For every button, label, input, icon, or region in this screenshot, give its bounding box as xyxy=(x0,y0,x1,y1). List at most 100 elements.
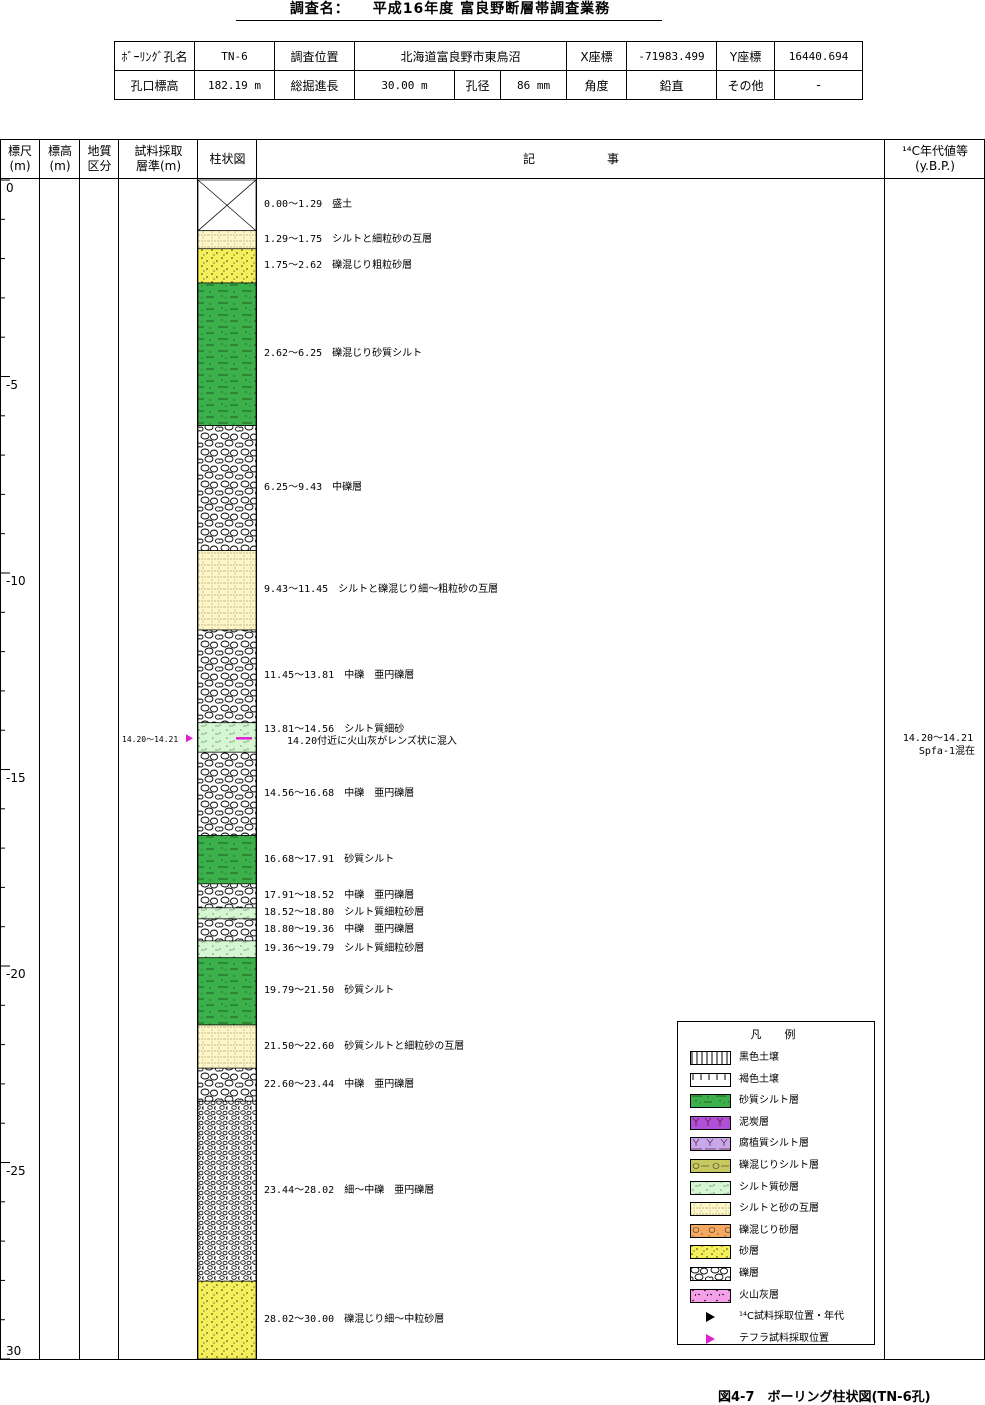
stratum-gravel xyxy=(197,883,257,909)
legend-pattern-gravelly_sand xyxy=(690,1223,731,1238)
legend-pattern-humic_silt xyxy=(690,1137,731,1152)
legend-label: 黒色土壌 xyxy=(739,1052,779,1063)
title-underline xyxy=(236,20,662,21)
tephra-sample-marker xyxy=(186,734,193,743)
stratum-gravel xyxy=(197,629,257,724)
legend-item: 泥炭層 xyxy=(690,1115,870,1131)
legend-item: 砂質シルト層 xyxy=(690,1093,870,1109)
header-elevation: 標高 (m) xyxy=(40,144,80,174)
legend-label: 火山灰層 xyxy=(739,1289,779,1301)
header-elevation-label: 標高 xyxy=(47,144,72,158)
legend-label: 泥炭層 xyxy=(739,1116,769,1128)
header-description: 記 事 xyxy=(522,152,619,166)
legend-item: シルト質砂層 xyxy=(690,1180,870,1196)
scale-label: -20 xyxy=(6,967,26,981)
legend-pattern-brown_soil xyxy=(690,1072,731,1087)
layer-description: 23.44～28.02 細～中礫 亜円礫層 xyxy=(264,1185,435,1197)
scale-label: -10 xyxy=(6,574,26,588)
stratum-silt_sand_alt xyxy=(197,1024,257,1069)
scale-ticks xyxy=(0,179,10,1360)
x-coord-value: -71983.499 xyxy=(626,41,718,71)
layer-description: 9.43～11.45 シルトと礫混じり細～粗粒砂の互層 xyxy=(264,584,499,596)
legend-item: 黒色土壌 xyxy=(690,1050,870,1066)
angle-label: 角度 xyxy=(566,70,628,100)
legend-item: 褐色土壌 xyxy=(690,1072,870,1088)
legend-item: ¹⁴C試料採取位置・年代 xyxy=(690,1309,870,1325)
scale-label: -15 xyxy=(6,770,26,785)
elevation-value: 182.19 m xyxy=(194,70,275,100)
boring-info-table: ﾎﾞｰﾘﾝｸﾞ孔名 TN-6 調査位置 北海道富良野市東鳥沼 X座標 -7198… xyxy=(114,41,864,100)
fill-cross-line xyxy=(197,179,257,231)
header-c14-unit: (y.B.P.) xyxy=(915,159,955,173)
layer-description: 0.00～1.29 盛土 xyxy=(264,199,353,211)
survey-title: 調査名： 平成16年度 富良野断層帯調査業務 xyxy=(289,1,611,17)
other-value: - xyxy=(774,70,864,100)
legend-pattern-black_soil xyxy=(690,1051,731,1065)
layer-description: 22.60～23.44 中礫 亜円礫層 xyxy=(264,1078,415,1090)
stratum-sand xyxy=(197,1280,257,1360)
legend-label: 砂質シルト層 xyxy=(739,1095,799,1107)
header-scale-unit: (m) xyxy=(9,159,31,173)
legend-pattern-silt_sand_alt xyxy=(690,1202,731,1217)
legend-item: 礫混じりシルト層 xyxy=(690,1158,870,1174)
layer-description: 17.91～18.52 中礫 亜円礫層 xyxy=(264,889,415,901)
legend-swatch xyxy=(690,1288,731,1303)
layer-description: 19.36～19.79 シルト質細粒砂層 xyxy=(264,943,425,955)
legend-pattern-gravel xyxy=(690,1267,731,1281)
header-sample: 試料採取 層準(m) xyxy=(119,144,198,174)
header-scale: 標尺 (m) xyxy=(0,144,40,174)
legend-swatch xyxy=(690,1245,731,1260)
stratum-silty_sand xyxy=(197,940,257,959)
legend-swatch xyxy=(690,1115,731,1130)
header-c14-label: ¹⁴C年代値等 xyxy=(901,144,968,158)
sample-depth-label: 14.20～14.21 xyxy=(122,735,179,744)
legend-item: 砂層 xyxy=(690,1244,870,1260)
header-geology-label: 地質 xyxy=(87,144,112,158)
legend-swatch xyxy=(690,1072,731,1087)
legend-label: シルト質砂層 xyxy=(739,1181,799,1193)
c14-note-tephra: Spfa-1混在 xyxy=(918,746,975,757)
stratum-gravel xyxy=(197,751,257,836)
boring-name-label: ﾎﾞｰﾘﾝｸﾞ孔名 xyxy=(114,41,195,71)
scale-label: 0 xyxy=(6,181,14,195)
layer-description: 1.75～2.62 礫混じり粗粒砂層 xyxy=(264,259,413,271)
scale-label: -5 xyxy=(6,377,18,392)
stratum-gravel xyxy=(197,918,257,942)
legend-label: 礫混じり砂層 xyxy=(739,1224,799,1236)
legend-swatch xyxy=(690,1094,731,1109)
legend-item: シルトと砂の互層 xyxy=(690,1201,870,1217)
legend-label: テフラ試料採取位置 xyxy=(739,1332,829,1344)
stratum-gravel xyxy=(197,1067,257,1102)
location-value: 北海道富良野市東鳥沼 xyxy=(353,41,568,71)
header-scale-label: 標尺 xyxy=(7,144,32,158)
layer-description: 21.50～22.60 砂質シルトと細粒砂の互層 xyxy=(264,1040,465,1052)
header-column: 柱状図 xyxy=(209,152,246,166)
sample-markers xyxy=(186,734,193,743)
stratum-silt_sand_alt xyxy=(197,230,257,250)
c14-note: 14.20～14.21 Spfa-1混在 xyxy=(893,732,983,758)
diameter-value: 86 mm xyxy=(499,70,568,100)
legend-label: 腐植質シルト層 xyxy=(739,1138,809,1150)
legend-swatch xyxy=(690,1223,731,1238)
c14-marker-icon xyxy=(706,1312,715,1323)
header-geology: 地質 区分 xyxy=(80,144,119,174)
tephra-lens xyxy=(236,737,252,740)
legend-pattern-peat xyxy=(690,1115,731,1130)
legend-swatch xyxy=(706,1312,715,1323)
strata-column xyxy=(197,179,257,1360)
legend-swatch xyxy=(690,1137,731,1152)
legend-pattern-tephra xyxy=(690,1288,731,1303)
legend-item: 礫層 xyxy=(690,1266,870,1282)
layer-description: 19.79～21.50 砂質シルト xyxy=(264,985,395,997)
legend-pattern-sand xyxy=(690,1245,731,1260)
layer-description: 14.56～16.68 中礫 亜円礫層 xyxy=(264,787,415,799)
layer-description: 18.52～18.80 シルト質細粒砂層 xyxy=(264,907,425,919)
total-length-value: 30.00 m xyxy=(354,70,455,100)
legend-label: 砂層 xyxy=(739,1246,759,1258)
stratum-sandy_silt xyxy=(197,835,257,885)
legend-swatch xyxy=(690,1202,731,1217)
legend-pattern-gravelly_silt xyxy=(690,1159,731,1173)
legend-label: シルトと砂の互層 xyxy=(739,1203,819,1215)
legend-label: 褐色土壌 xyxy=(739,1073,779,1085)
